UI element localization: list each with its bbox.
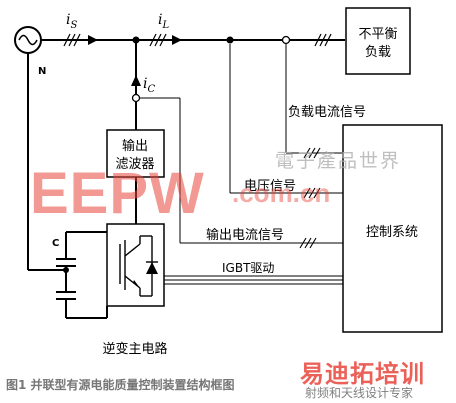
il-arrow — [172, 35, 182, 45]
current-sensor-load — [281, 35, 291, 45]
igbt-drive-bus — [164, 275, 343, 285]
phase-hash-il — [149, 33, 167, 47]
ic-label: iC — [143, 76, 155, 95]
is-arrow — [88, 35, 98, 45]
diode-symbol — [146, 262, 158, 274]
output-filter-box — [106, 129, 165, 178]
neutral-label: N — [38, 66, 46, 77]
phase-hash-is — [63, 33, 81, 47]
eepw-watermark: EEPW — [30, 161, 205, 226]
capacitor-label: C — [52, 238, 59, 249]
cap-midpoint-dot — [63, 267, 69, 273]
output-filter-label-1: 输出 — [122, 138, 148, 154]
is-label: iS — [66, 12, 77, 31]
voltage-signal-label: 电压信号 — [244, 179, 296, 194]
unbalanced-load-box — [345, 7, 411, 75]
dc-capacitors — [56, 231, 108, 319]
figure-caption: 图1 并联型有源电能质量控制装置结构框图 — [6, 377, 235, 392]
slogan-watermark: 射频和天线设计专家 — [305, 386, 414, 400]
output-current-signal-label: 输出电流信号 — [206, 227, 284, 243]
eepw-url-watermark: .com.cn — [232, 178, 331, 208]
igbt-drive-label: IGBT驱动 — [222, 261, 274, 275]
signal-lines — [139, 44, 343, 244]
igbt-emitter-arrow — [133, 280, 140, 288]
inverter-box — [106, 223, 165, 307]
current-sensor-output — [131, 93, 141, 103]
control-system-box — [342, 124, 443, 333]
ac-source-symbol — [14, 26, 42, 54]
cn-name-watermark: 電子產品世界 — [275, 150, 402, 172]
ic-arrow — [131, 75, 141, 86]
unbalanced-load-label-2: 负载 — [365, 45, 391, 60]
il-label: iL — [158, 12, 169, 31]
brand-watermark: 易迪拓培训 — [300, 360, 425, 388]
junction-dot — [226, 36, 234, 44]
unbalanced-load-label-1: 不平衡 — [358, 27, 397, 42]
inverter-label: 逆变主电路 — [102, 341, 167, 357]
load-current-signal-label: 负载电流信号 — [288, 105, 366, 120]
phase-hash-load — [314, 33, 332, 47]
control-system-label: 控制系统 — [366, 225, 418, 240]
output-filter-label-2: 滤波器 — [115, 157, 154, 172]
signal-hash-marks — [299, 147, 321, 249]
